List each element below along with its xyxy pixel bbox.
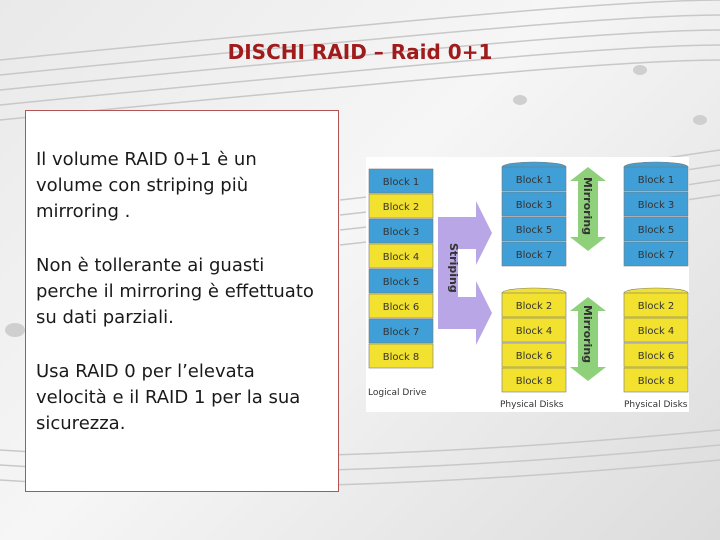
logical-block-label: Block 1 (383, 177, 420, 188)
disk-block-label: Block 8 (638, 376, 675, 387)
disk-block (623, 367, 689, 393)
disk-block (501, 317, 567, 343)
disk-block (623, 191, 689, 217)
disk-block (501, 216, 567, 242)
disk-block-label: Block 2 (516, 301, 553, 312)
mirroring-label-bottom: Mirroring (581, 305, 594, 363)
logical-block (368, 318, 434, 344)
logical-drive: Block 1 Block 2 Block 3 Block 4 Block 5 Block… (368, 168, 434, 369)
disk-block-label: Block 8 (516, 376, 553, 387)
logical-block (368, 243, 434, 269)
disk-block-label: Block 1 (638, 175, 675, 186)
logical-block-label: Block 5 (383, 277, 420, 288)
disk-block-label: Block 6 (516, 351, 553, 362)
mirroring-arrow-bottom: Mirroring (570, 297, 606, 381)
disk-block (501, 166, 567, 192)
physical-disks-top: Block 1 Block 3 Block 5 Block 7 Block 1 Block… (501, 161, 689, 267)
disk-block-label: Block 3 (516, 200, 553, 211)
logical-drive-label: Logical Drive (368, 388, 427, 398)
logical-block-label: Block 4 (383, 252, 420, 263)
paragraph-definition: Il volume RAID 0+1 è un volume con strip… (36, 149, 257, 222)
disk-block-label: Block 7 (516, 250, 553, 261)
mirroring-label-top: Mirroring (581, 177, 594, 235)
striping-label: Striping (447, 243, 460, 293)
logical-block-label: Block 8 (383, 352, 420, 363)
logical-block (368, 293, 434, 319)
disk-block-label: Block 6 (638, 351, 675, 362)
disk-block (623, 241, 689, 267)
disk-block (501, 367, 567, 393)
logical-block (368, 193, 434, 219)
logical-block (368, 218, 434, 244)
disk-block (501, 191, 567, 217)
disk-block (501, 292, 567, 318)
physical-disks-bottom: Block 2 Block 4 Block 6 Block 8 Block 2 Block… (501, 287, 689, 393)
disk-block-label: Block 5 (638, 225, 675, 236)
disk-block-label: Block 1 (516, 175, 553, 186)
disk-block (501, 241, 567, 267)
disk-block-label: Block 3 (638, 200, 675, 211)
logical-block (368, 268, 434, 294)
logical-block-label: Block 2 (383, 202, 420, 213)
disk-block-label: Block 4 (516, 326, 553, 337)
disk-block (623, 292, 689, 318)
paragraph-fault-tolerance: Non è tollerante ai guasti perche il mir… (36, 255, 314, 328)
disk-block (623, 166, 689, 192)
disk-block-label: Block 4 (638, 326, 675, 337)
disk-block (623, 342, 689, 368)
disk-block-label: Block 2 (638, 301, 675, 312)
disk-block (623, 216, 689, 242)
physical-disks-label-left: Physical Disks (500, 400, 564, 410)
mirroring-arrow-top: Mirroring (570, 167, 606, 251)
paragraph-usage: Usa RAID 0 per l’elevata velocità e il R… (36, 361, 301, 434)
logical-block (368, 168, 434, 194)
logical-block-label: Block 6 (383, 302, 420, 313)
disk-block (623, 317, 689, 343)
logical-block-label: Block 7 (383, 327, 420, 338)
disk-block-label: Block 7 (638, 250, 675, 261)
text-panel: Il volume RAID 0+1 è un volume con strip… (25, 110, 339, 492)
striping-arrow: Striping (438, 201, 492, 345)
logical-block (368, 343, 434, 369)
disk-block-label: Block 5 (516, 225, 553, 236)
logical-block-label: Block 3 (383, 227, 420, 238)
physical-disks-label-right: Physical Disks (624, 400, 688, 410)
page-title: DISCHI RAID – Raid 0+1 (227, 40, 493, 64)
disk-block (501, 342, 567, 368)
